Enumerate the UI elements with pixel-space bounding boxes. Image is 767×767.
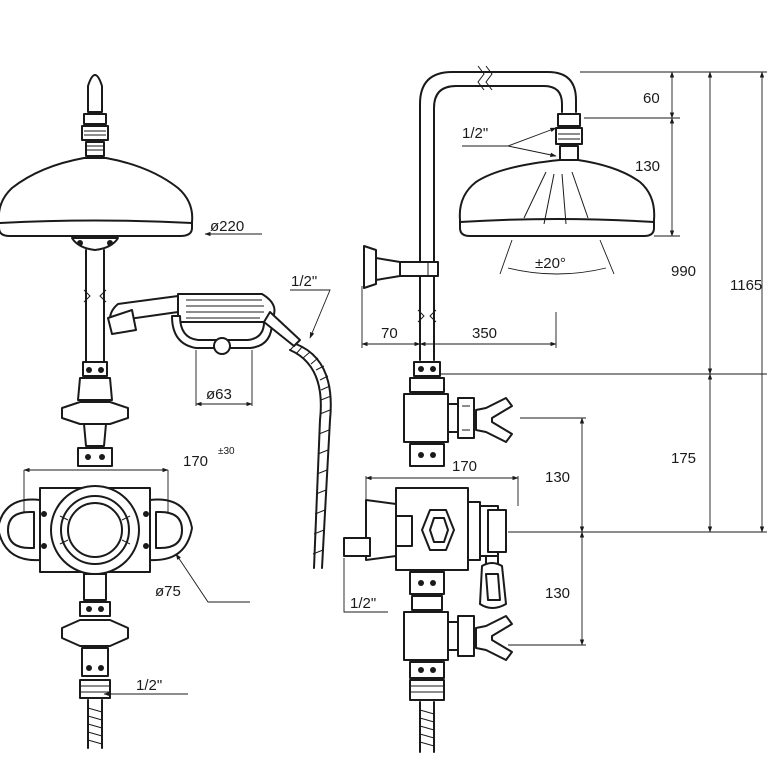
upper-valve-spacing-label: 130 xyxy=(545,469,570,486)
body-to-riser-label: 175 xyxy=(671,450,696,467)
mixer-column-side xyxy=(343,361,513,753)
valve-centers-tolerance-label: ±30 xyxy=(218,446,235,457)
head-connection-label: 1/2" xyxy=(462,125,488,142)
side-view xyxy=(343,65,656,753)
wall-bracket xyxy=(363,245,439,289)
outlet-connection-label: 1/2" xyxy=(136,677,162,694)
head-finial xyxy=(81,74,109,157)
hose-connection-label: 1/2" xyxy=(291,273,317,290)
riser-arm-side xyxy=(417,65,577,361)
side-dimensions: 60 130 1/2" ±20° 990 1165 175 130 130 70… xyxy=(343,71,767,646)
hand-shower xyxy=(107,293,301,355)
spray-angle-label: ±20° xyxy=(535,255,566,272)
head-connector-side xyxy=(555,113,583,161)
head-drop-label: 130 xyxy=(635,158,660,175)
total-height-label: 1165 xyxy=(730,277,762,294)
body-depth-label: 170 xyxy=(452,458,477,475)
arm-top-offset-label: 60 xyxy=(643,90,660,107)
lower-valve-spacing-label: 130 xyxy=(545,585,570,602)
front-dimensions: ø220 ø63 1/2" 170 ±30 ø75 1/2" xyxy=(23,218,331,697)
hand-shower-diameter-label: ø63 xyxy=(206,386,232,403)
riser-height-label: 990 xyxy=(671,263,696,280)
riser-front xyxy=(82,249,108,377)
mixer-body-front xyxy=(0,485,193,575)
inlet-connection-label: 1/2" xyxy=(350,595,376,612)
valve-centers-label: 170 xyxy=(183,453,208,470)
lower-cross-handle-front xyxy=(61,573,129,749)
shower-head-side xyxy=(458,159,656,275)
arm-projection-label: 350 xyxy=(472,325,497,342)
front-view xyxy=(0,74,332,749)
hose xyxy=(289,343,332,569)
wall-offset-label: 70 xyxy=(381,325,398,342)
shower-head-front xyxy=(0,157,194,251)
handle-diameter-label: ø75 xyxy=(155,583,181,600)
upper-cross-handle-front xyxy=(61,367,129,467)
head-diameter-label: ø220 xyxy=(210,218,244,235)
